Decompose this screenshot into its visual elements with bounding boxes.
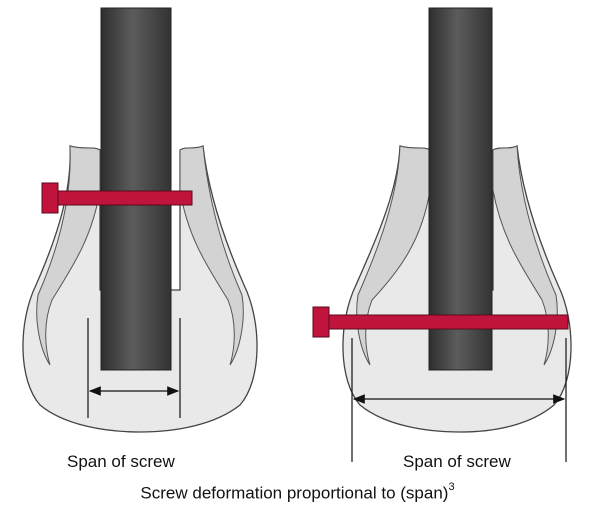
right-bone-cortex-right	[492, 145, 558, 366]
right-span-label: Span of screw	[403, 452, 511, 471]
left-bone-assembly	[22, 7, 258, 433]
right-screw	[312, 306, 569, 338]
left-screw-head	[41, 182, 59, 214]
left-rod	[100, 7, 172, 371]
right-rod	[428, 7, 493, 371]
caption-superscript: 3	[448, 481, 455, 493]
figure-caption: Screw deformation proportional to (span)…	[0, 481, 595, 504]
left-bone-cortex-right	[179, 145, 244, 366]
left-span-label: Span of screw	[67, 452, 175, 471]
left-span-dimension	[87, 318, 181, 418]
right-span-dimension	[351, 338, 567, 462]
right-screw-shaft	[328, 314, 569, 330]
left-screw-shaft	[57, 190, 193, 206]
right-bone-assembly	[312, 7, 572, 462]
right-screw-head	[312, 306, 330, 338]
caption-text: Screw deformation proportional to (span)	[140, 483, 449, 503]
left-screw	[41, 182, 193, 214]
